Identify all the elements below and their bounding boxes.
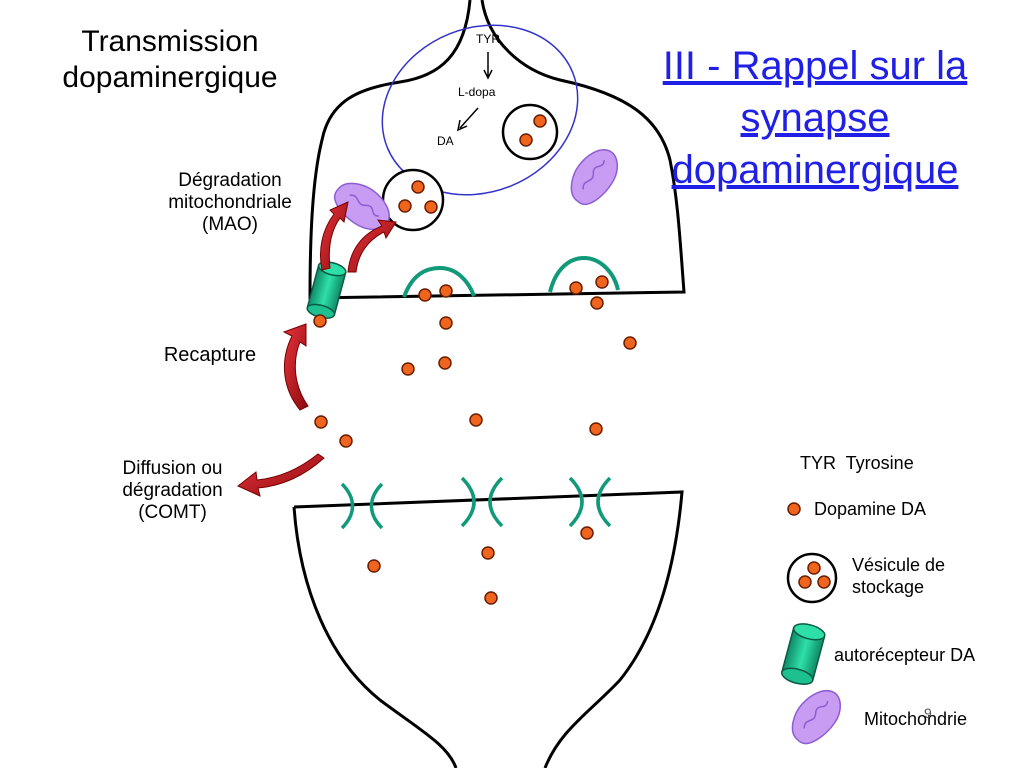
- arrow-to-mao-1: [320, 201, 349, 271]
- arrow-recapture: [282, 323, 309, 411]
- arrow-ldopa-da: [456, 107, 479, 132]
- arrow-tyr-ldopa: [483, 52, 493, 80]
- label-recapture: Recapture: [163, 344, 257, 366]
- receptor-2: [460, 476, 504, 528]
- vesicle-right: [501, 103, 559, 161]
- legend-dopamine: Dopamine DA: [814, 499, 927, 519]
- arrow-to-mao-2: [347, 219, 397, 273]
- postsynaptic-neuron: [292, 490, 684, 768]
- legend-vesicle: Vésicule de stockage: [852, 555, 946, 597]
- receptor-1: [340, 482, 384, 530]
- legend-dopamine-dot: [787, 502, 801, 516]
- vesicle-left: [381, 168, 445, 232]
- legend-autoreceptor: autorécepteur DA: [834, 645, 976, 665]
- legend-mitochondria: Mitochondrie: [864, 709, 968, 729]
- label-da: DA: [437, 134, 454, 148]
- mitochondria-right: [558, 142, 631, 211]
- label-degradation: Dégradation mitochondriale (MAO): [168, 170, 292, 235]
- label-tyr: TYR: [476, 32, 500, 46]
- page-number: 9: [924, 705, 932, 721]
- arrow-diffusion: [237, 453, 325, 497]
- autoreceptor: [306, 261, 347, 319]
- title-left: Transmission dopaminergique: [62, 25, 278, 94]
- legend-tyr: TYR Tyrosine: [800, 453, 914, 473]
- synthesis-circle: [381, 24, 579, 196]
- legend-autoreceptor-icon: [780, 623, 826, 685]
- presynaptic-neuron: [308, 0, 686, 300]
- label-diffusion: Diffusion ou dégradation (COMT): [122, 458, 223, 523]
- title-right-link[interactable]: III - Rappel sur la synapse dopaminergiq…: [662, 44, 968, 192]
- legend-mitochondria-icon: [780, 683, 853, 750]
- release-site-left: [402, 265, 476, 298]
- receptor-3: [568, 476, 612, 528]
- dopamine-dots: [313, 275, 637, 605]
- label-ldopa: L-dopa: [458, 85, 496, 99]
- release-site-right: [548, 255, 620, 293]
- legend-vesicle-icon: [786, 552, 838, 604]
